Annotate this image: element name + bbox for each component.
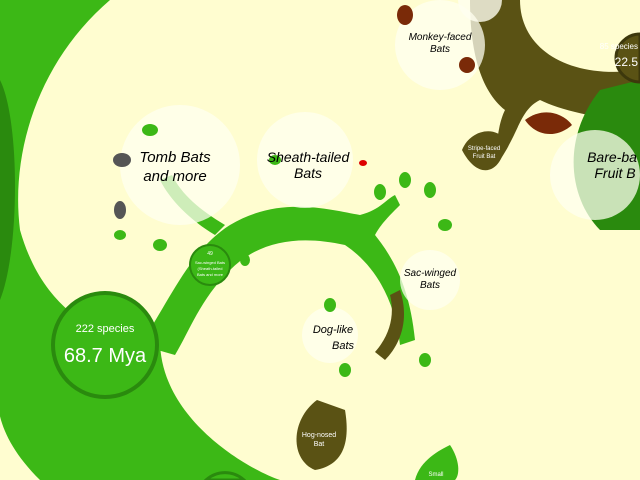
grey-leaf <box>113 153 131 167</box>
right-node-species: 85 species <box>600 42 638 51</box>
tomb-label[interactable]: Tomb Bats <box>139 149 211 166</box>
small-label: Small <box>428 472 443 478</box>
root-species: 222 species <box>76 323 135 335</box>
brown-leaf-small <box>397 5 413 25</box>
brown-leaf-small <box>459 57 475 73</box>
sheath-label[interactable]: Bats <box>294 165 322 181</box>
sheath-tailed-highlight[interactable] <box>257 112 353 208</box>
sheath-label[interactable]: Sheath-tailed <box>267 149 351 165</box>
sac-label[interactable]: Bats <box>420 280 440 291</box>
small-node[interactable] <box>189 244 231 286</box>
stripe-label: Stripe-faced <box>468 146 500 152</box>
bare-backed-highlight[interactable] <box>550 130 640 220</box>
branch-to-sheath <box>140 195 415 355</box>
small-node-name: (Sheath-tailed <box>198 266 223 271</box>
small-node-name: Bats and more <box>197 272 224 277</box>
sac-winged-highlight[interactable] <box>400 250 460 310</box>
tomb-label[interactable]: and more <box>143 168 206 185</box>
hog-label: Hog-nosed <box>302 432 336 439</box>
small-node-name: Sac-winged Bats <box>195 260 225 265</box>
brown-leaf[interactable] <box>525 112 572 135</box>
stripe-faced-leaf[interactable] <box>462 131 505 171</box>
right-node[interactable] <box>614 32 640 84</box>
root-age: 68.7 Mya <box>64 345 147 367</box>
hog-label: Bat <box>314 441 325 448</box>
monkey-label[interactable]: Bats <box>430 44 450 55</box>
sac-label[interactable]: Sac-winged <box>404 268 457 279</box>
leaves <box>114 124 452 377</box>
top-circle <box>458 0 502 22</box>
dog-label[interactable]: Bats <box>332 340 355 352</box>
monkey-label[interactable]: Monkey-faced <box>409 32 472 43</box>
dog-like-highlight[interactable] <box>302 307 358 363</box>
branch-to-dog <box>375 290 405 360</box>
root-node[interactable] <box>51 291 159 399</box>
grey-leaf <box>114 201 126 219</box>
stripe-label: Fruit Bat <box>473 154 496 160</box>
right-node-age: 22.5 <box>615 55 639 69</box>
dog-label[interactable]: Dog-like <box>313 324 353 336</box>
small-node-count: 49 <box>207 251 213 257</box>
bare-label[interactable]: Bare-ba <box>587 149 637 165</box>
bare-label[interactable]: Fruit B <box>594 165 635 181</box>
olive-branch <box>470 0 640 162</box>
red-leaf <box>359 160 367 166</box>
left-branch <box>0 80 15 300</box>
hog-nosed-leaf[interactable] <box>296 400 347 470</box>
small-leaf[interactable] <box>415 445 459 480</box>
